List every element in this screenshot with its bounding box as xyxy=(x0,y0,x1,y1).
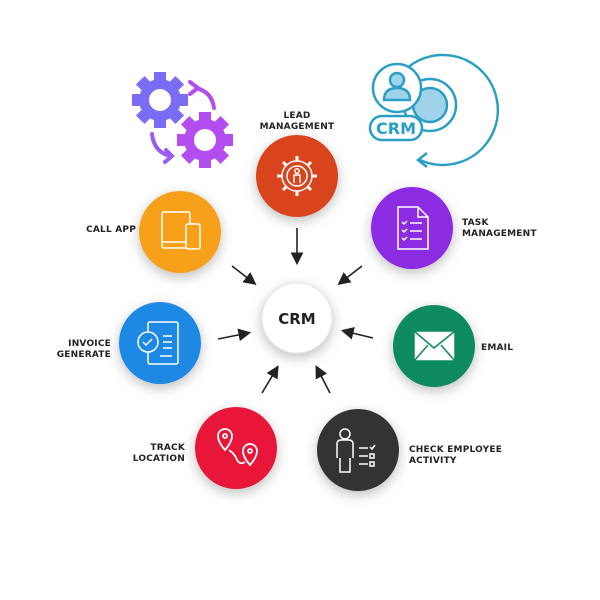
envelope-icon xyxy=(413,330,456,362)
arrows xyxy=(217,228,374,394)
label-line: LOCATION xyxy=(132,454,185,464)
gear-person-icon xyxy=(277,156,317,196)
checklist-document-icon xyxy=(397,206,429,250)
node-task-management xyxy=(371,187,453,269)
node-track-location xyxy=(195,407,277,489)
arrow-call xyxy=(231,265,257,285)
crm-center-node xyxy=(261,282,333,354)
arrow-email xyxy=(340,327,374,340)
arrow-check xyxy=(315,365,331,394)
label-line: LEAD xyxy=(283,111,311,121)
employee-checklist-icon xyxy=(336,428,376,473)
label-lead-management: LEAD MANAGEMENT xyxy=(247,111,347,133)
crm-badge-text: CRM xyxy=(376,119,416,138)
gears-sync-icon xyxy=(132,72,233,168)
label-line: CHECK EMPLOYEE xyxy=(409,445,503,455)
arrow-invoice xyxy=(217,328,252,342)
label-line: CALL APP xyxy=(86,225,136,235)
invoice-check-icon xyxy=(137,321,179,365)
label-line: ACTIVITY xyxy=(409,456,457,466)
label-line: EMAIL xyxy=(481,343,514,353)
label-line: MANAGEMENT xyxy=(462,229,537,239)
node-call-app xyxy=(139,191,221,273)
label-line: MANAGEMENT xyxy=(259,122,335,132)
label-line: GENERATE xyxy=(56,350,111,360)
label-line: TASK xyxy=(462,218,489,228)
label-check-employee-activity: CHECK EMPLOYEE ACTIVITY xyxy=(409,445,549,467)
crm-center-label: CRM xyxy=(278,310,316,328)
label-email: EMAIL xyxy=(481,343,561,354)
node-check-employee-activity xyxy=(317,409,399,491)
crm-gear-person-icon xyxy=(368,53,500,168)
route-pins-icon xyxy=(217,428,258,467)
label-task-management: TASK MANAGEMENT xyxy=(462,218,562,240)
label-line: INVOICE xyxy=(68,339,111,349)
label-invoice-generate: INVOICE GENERATE xyxy=(10,339,111,361)
label-track-location: TRACK LOCATION xyxy=(85,443,185,465)
label-call-app: CALL APP xyxy=(40,225,136,236)
arrow-task xyxy=(337,265,363,285)
label-line: TRACK xyxy=(150,443,185,453)
arrow-track xyxy=(261,365,279,394)
node-lead-management xyxy=(256,135,338,217)
tablet-phone-icon xyxy=(161,211,201,250)
node-invoice-generate xyxy=(119,302,201,384)
